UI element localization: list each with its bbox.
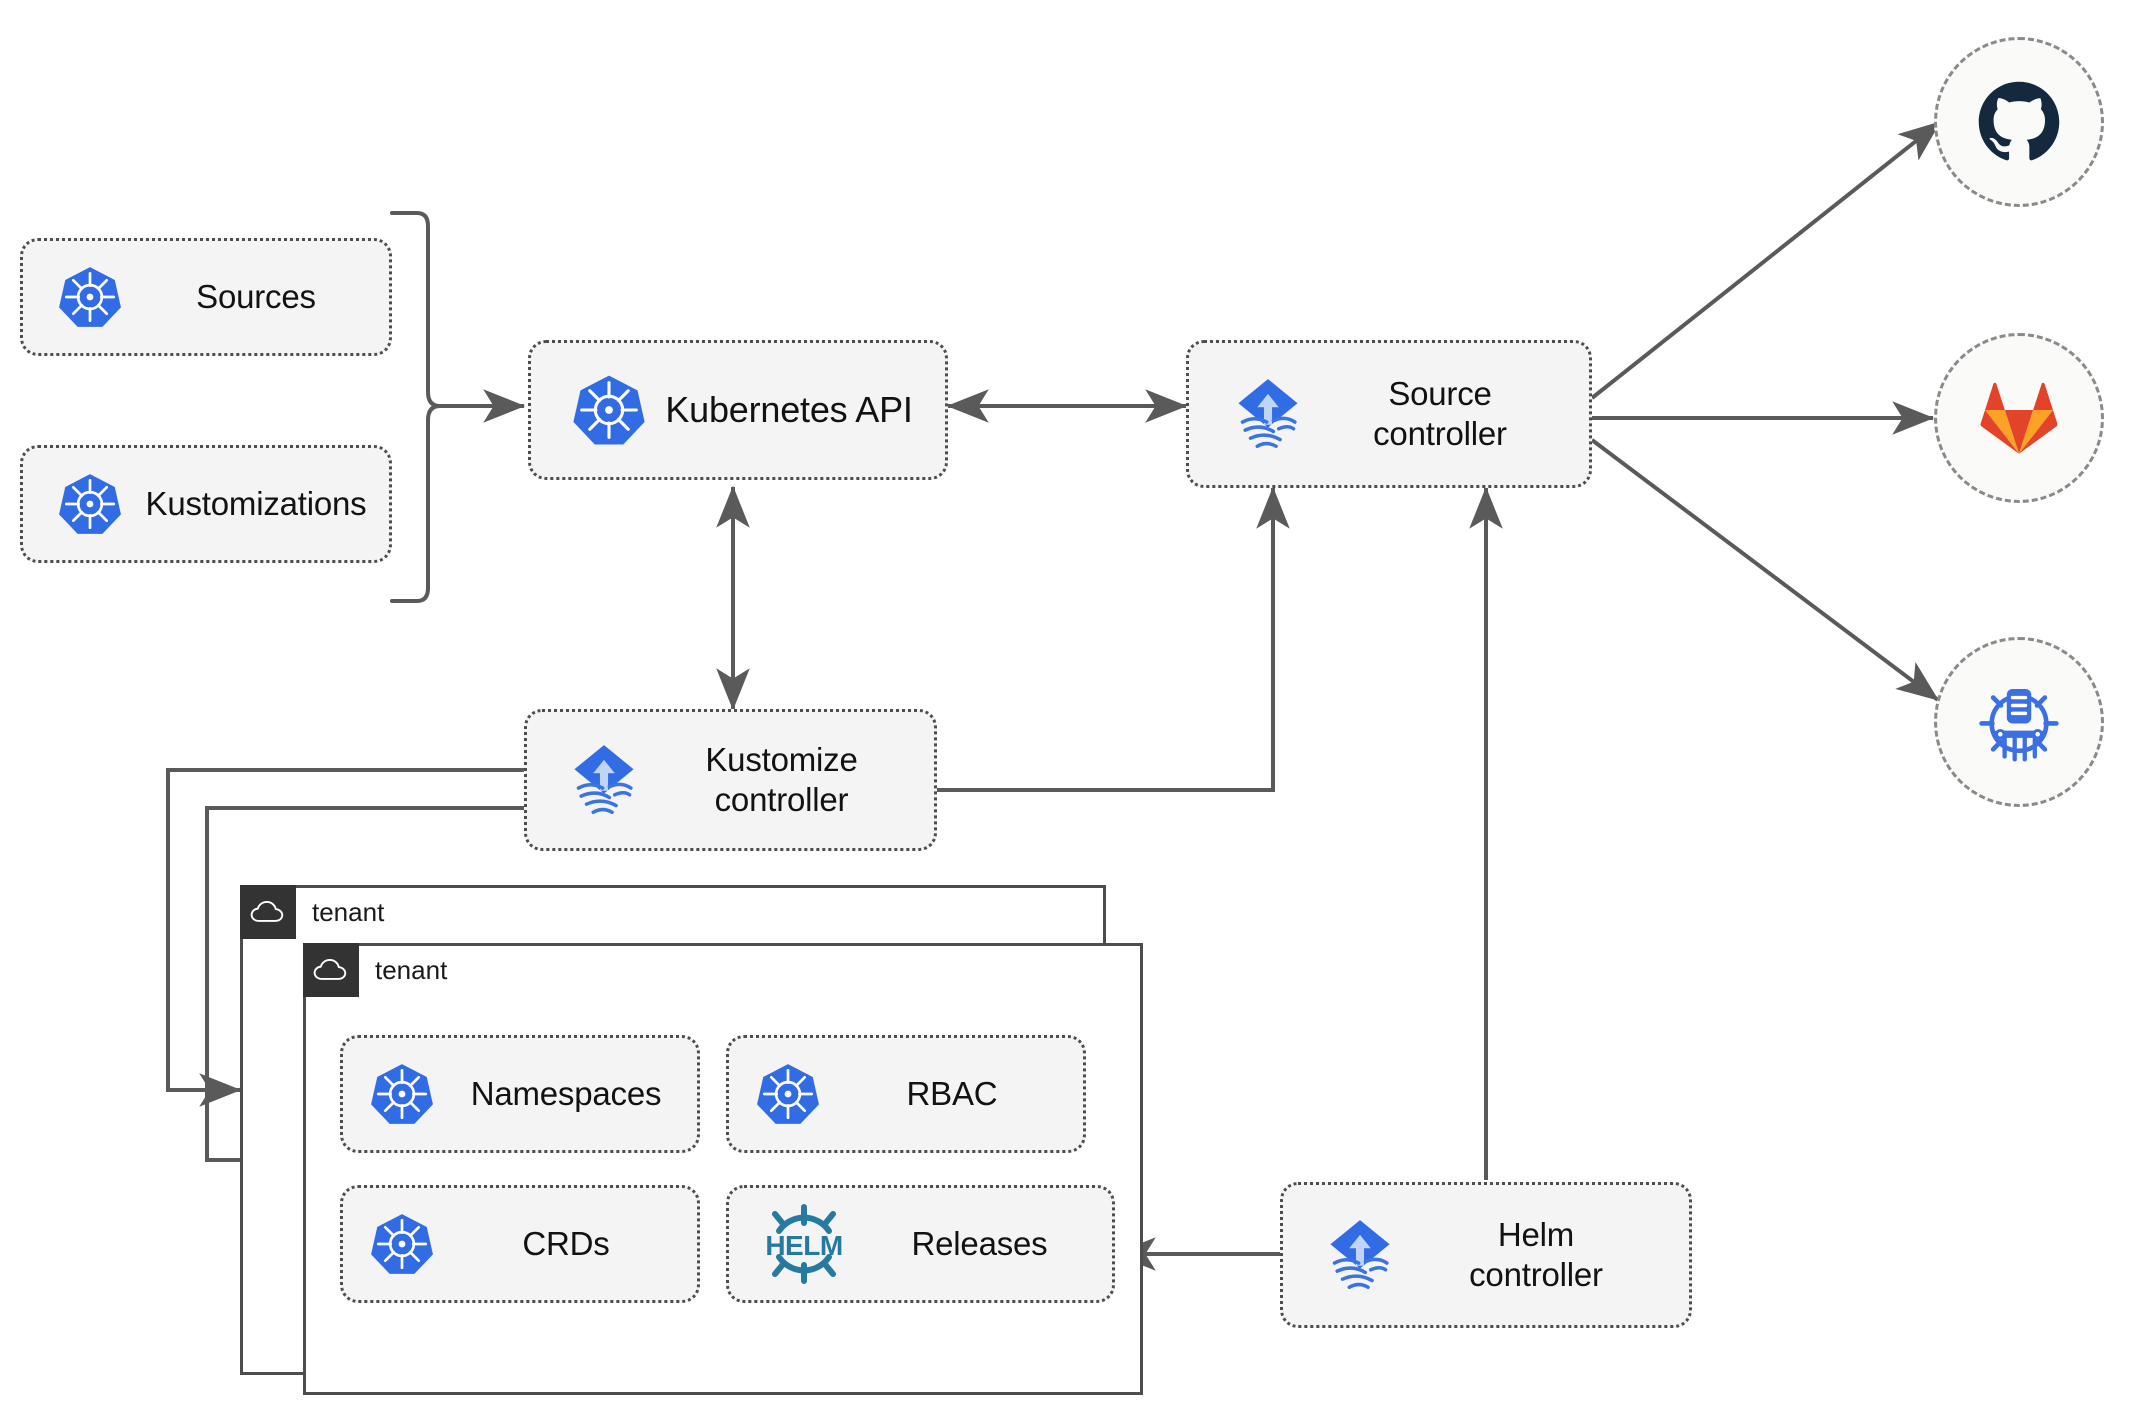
node-kustomizations[interactable]: Kustomizations [20,445,392,563]
node-rbac[interactable]: RBAC [726,1035,1086,1153]
flux-icon [1225,371,1311,457]
node-namespaces-label: Namespaces [470,1075,662,1113]
tenant-inner[interactable]: tenant [303,943,1143,1395]
node-kustomizations-label: Kustomizations [145,485,367,523]
kubernetes-icon [57,264,123,330]
endpoint-bucket[interactable] [1934,637,2104,807]
wire-source-controller-github [1590,120,1942,400]
node-kustomize-controller-label: Kustomize controller [705,741,858,818]
flux-icon [1317,1212,1403,1298]
tenant-inner-header: tenant [303,943,447,997]
node-source-controller-label: Source controller [1373,375,1507,452]
endpoint-github[interactable] [1934,37,2104,207]
endpoint-gitlab[interactable] [1934,333,2104,503]
wire-kustomize-controller-source-controller [937,486,1290,792]
resource-group-brace [390,211,442,603]
node-source-controller[interactable]: Source controller [1186,340,1592,488]
svg-text:HELM: HELM [765,1230,842,1261]
node-crds[interactable]: CRDs [340,1185,700,1303]
node-namespaces[interactable]: Namespaces [340,1035,700,1153]
node-crds-label: CRDs [522,1225,610,1263]
tenant-outer-label: tenant [312,896,385,927]
node-releases-label: Releases [911,1225,1048,1263]
node-releases[interactable]: HELM Releases [726,1185,1115,1303]
node-kubernetes-api-label: Kubernetes API [665,389,913,431]
github-icon [1978,81,2060,161]
tenant-outer-header: tenant [240,885,384,939]
node-rbac-label: RBAC [906,1075,998,1113]
node-sources-label: Sources [196,278,316,316]
bucket-icon [1979,688,2059,762]
kubernetes-icon [369,1061,435,1127]
node-kubernetes-api[interactable]: Kubernetes API [528,340,948,480]
kubernetes-icon [369,1211,435,1277]
tenant-inner-label: tenant [375,954,448,985]
node-sources[interactable]: Sources [20,238,392,356]
kubernetes-icon [755,1061,821,1127]
cloud-icon [240,885,296,939]
wire-source-controller-bucket [1590,438,1940,702]
node-helm-controller[interactable]: Helm controller [1280,1182,1692,1328]
gitlab-icon [1980,382,2058,454]
helm-icon: HELM [749,1201,859,1287]
kubernetes-icon [571,372,647,448]
cloud-icon [303,943,359,997]
flux-icon [561,737,647,823]
kubernetes-icon [57,471,123,537]
node-helm-controller-label: Helm controller [1469,1216,1603,1293]
node-kustomize-controller[interactable]: Kustomize controller [524,709,937,851]
